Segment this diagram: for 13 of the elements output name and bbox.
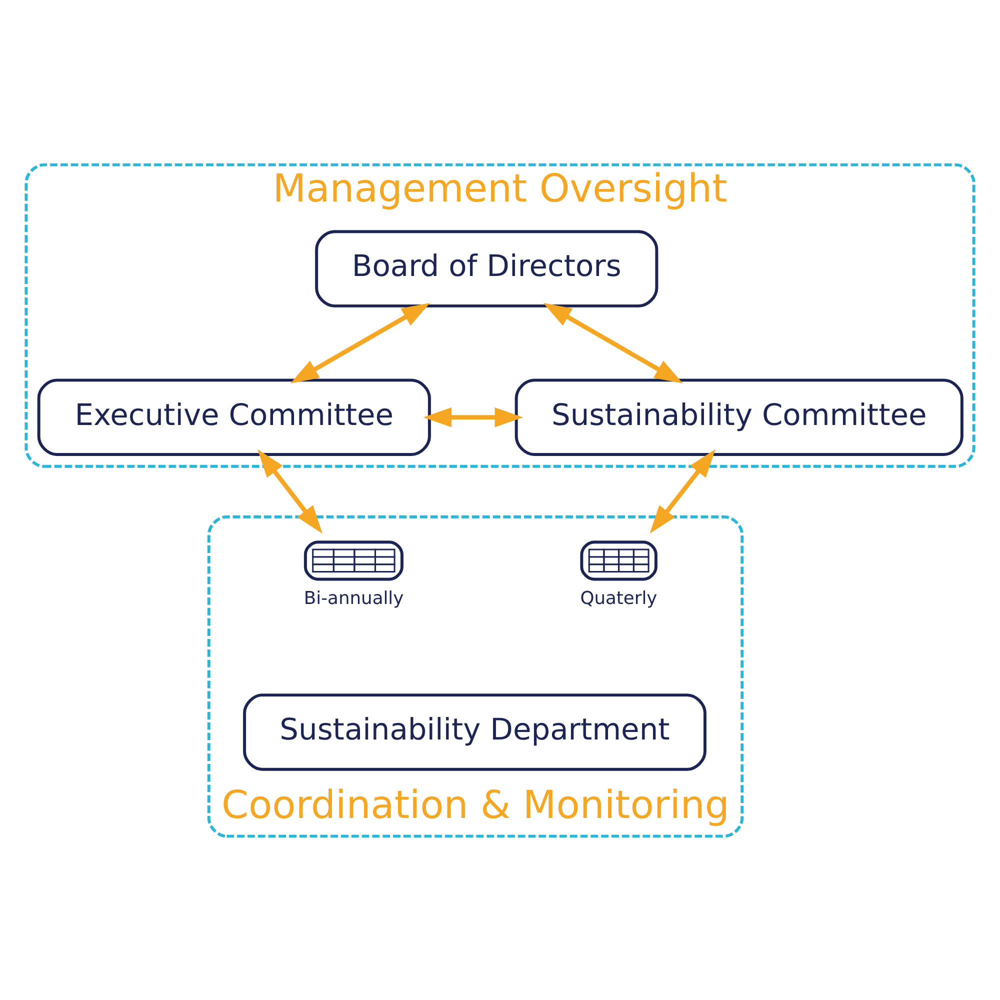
- node-label: Bi-annually: [304, 587, 404, 608]
- picture: [580, 540, 658, 580]
- node-box: Executive Committee: [37, 378, 431, 456]
- arrow: [258, 448, 322, 534]
- arrow: [423, 406, 524, 427]
- node-box: Board of Directors: [315, 230, 658, 307]
- node-box: Sustainability Department: [243, 693, 706, 770]
- arrow: [290, 302, 430, 383]
- arrow: [543, 302, 683, 383]
- picture: [304, 540, 404, 580]
- node-box: Sustainability Committee: [514, 378, 964, 456]
- node-label: Quaterly: [580, 587, 658, 608]
- arrow: [650, 448, 716, 534]
